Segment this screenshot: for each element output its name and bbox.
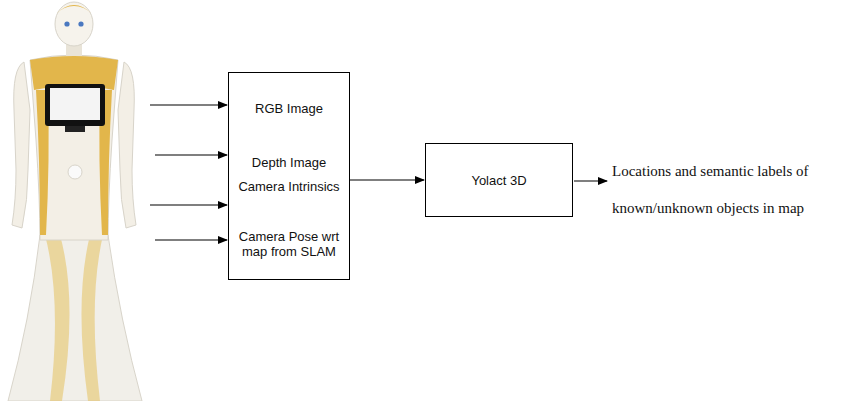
process-box: RGB ImageDepth ImageCamera IntrinsicsCam…	[228, 72, 350, 280]
flow-arrow	[350, 179, 424, 180]
input-label: Camera Intrinsics	[229, 179, 349, 194]
output-label: Locations and semantic labels of known/u…	[612, 153, 840, 227]
input-label: Camera Pose wrt map from SLAM	[229, 229, 349, 259]
input-label: Depth Image	[229, 155, 349, 170]
input-label: RGB Image	[229, 101, 349, 116]
process-box: Yolact 3D	[425, 143, 573, 217]
input-label: Yolact 3D	[426, 173, 572, 188]
